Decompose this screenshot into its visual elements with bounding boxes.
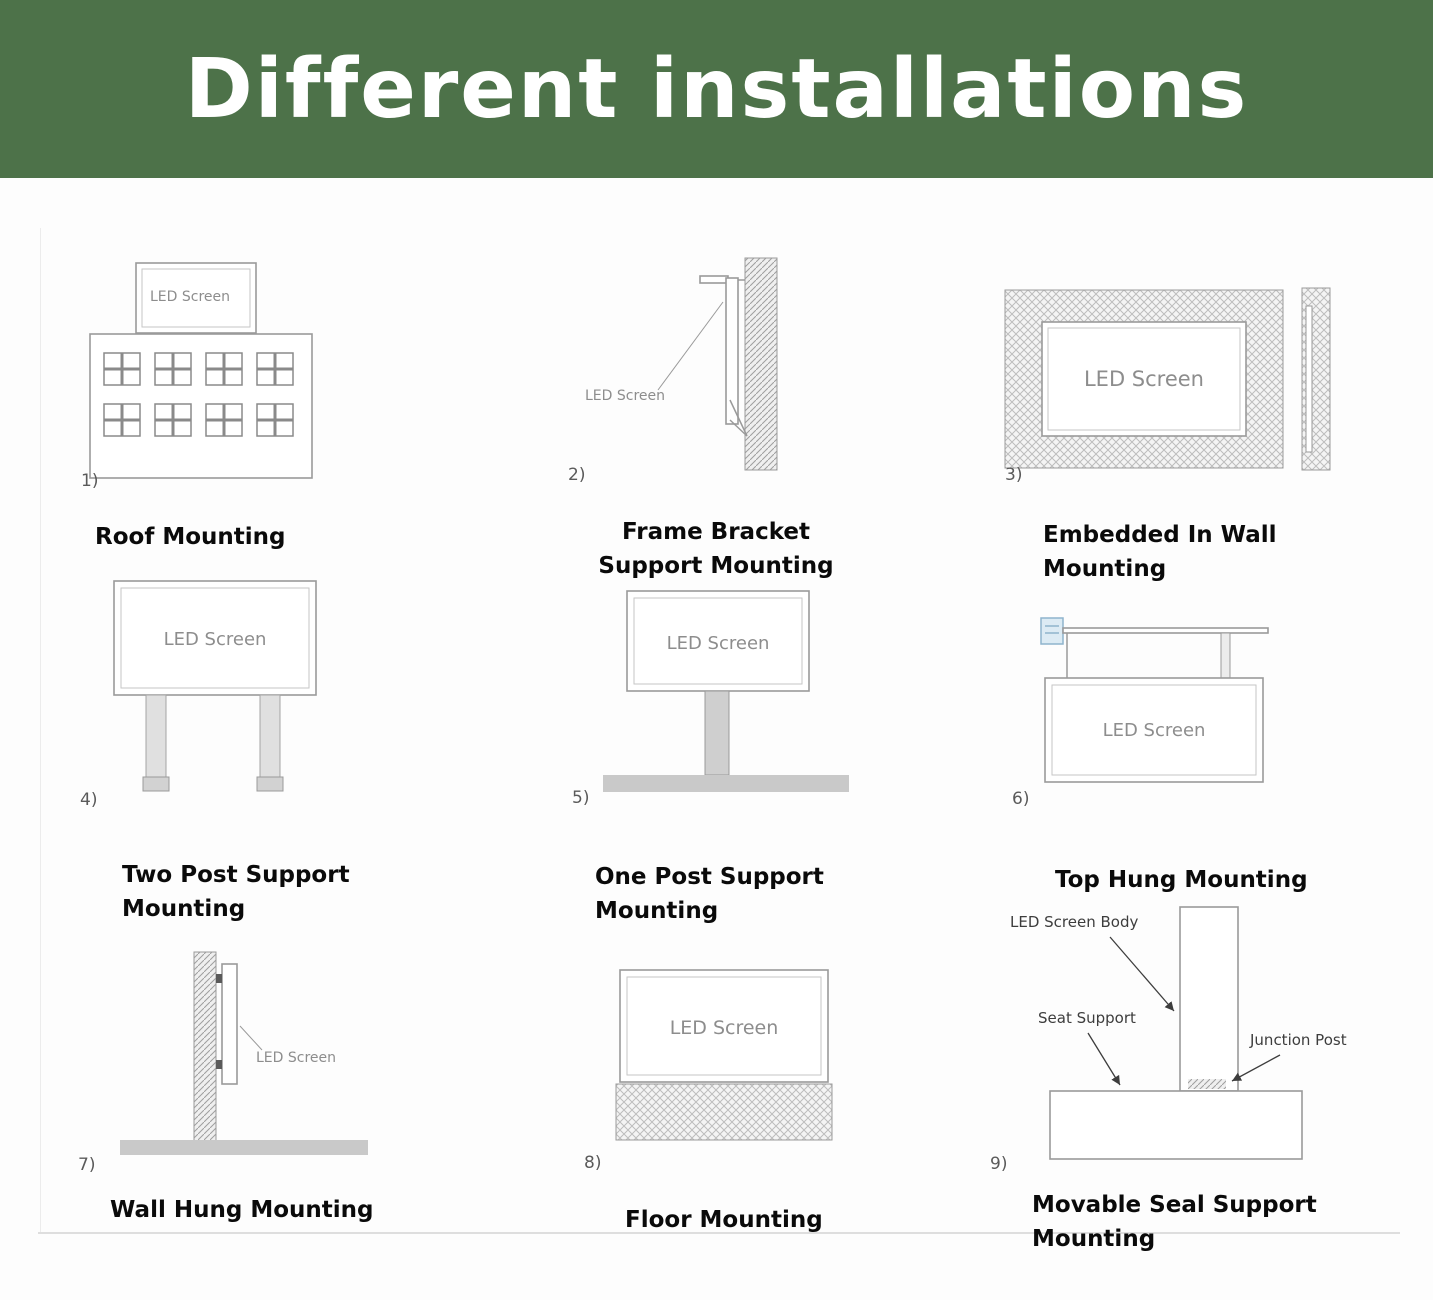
diagram-one-post-mounting: LED Screen 5) bbox=[565, 585, 859, 817]
left-divider bbox=[40, 228, 41, 1232]
diagonal-brace bbox=[729, 399, 748, 437]
one-post-drawing: LED Screen 5) bbox=[572, 590, 849, 808]
led-screen-label: LED Screen bbox=[1103, 720, 1206, 741]
caption-floor-mounting: Floor Mounting bbox=[625, 1207, 823, 1233]
wall bbox=[744, 257, 778, 471]
caption-wall-hung-mounting: Wall Hung Mounting bbox=[110, 1197, 374, 1223]
diagram-embedded-wall-mounting: LED Screen 3) bbox=[1000, 278, 1348, 487]
wall-anchor-icon bbox=[1040, 617, 1064, 645]
bottom-bracket bbox=[216, 1060, 222, 1069]
wall-slot bbox=[1305, 305, 1313, 453]
led-screen-label: LED Screen bbox=[164, 629, 267, 650]
annotation-junction-post: Junction Post bbox=[1249, 1031, 1347, 1049]
top-bracket bbox=[216, 974, 222, 983]
wall-hung-drawing: LED Screen 7) bbox=[78, 951, 368, 1175]
led-screen-inner-frame bbox=[1051, 684, 1257, 776]
arrow-seat-support bbox=[1087, 1032, 1121, 1086]
led-screen-panel bbox=[619, 969, 829, 1083]
figure-number: 8) bbox=[584, 1153, 601, 1173]
led-screen-panel bbox=[1041, 321, 1247, 437]
led-screen-label: LED Screen bbox=[670, 1017, 779, 1039]
diagram-movable-seal-mounting: LED Screen Body Seat Support Junction Po… bbox=[982, 893, 1380, 1189]
led-screen-panel bbox=[135, 262, 257, 334]
diagram-wall-hung-mounting: LED Screen 7) bbox=[72, 948, 384, 1182]
caption-two-post-mounting: Two Post Support Mounting bbox=[122, 862, 350, 922]
annotation-led-screen-body: LED Screen Body bbox=[1010, 913, 1138, 931]
ground bbox=[120, 1140, 368, 1155]
led-screen-label: LED Screen bbox=[1084, 367, 1204, 391]
arrow-led-screen-body bbox=[1109, 936, 1175, 1012]
post bbox=[704, 690, 730, 776]
page-title: Different installations bbox=[184, 41, 1249, 137]
caption-one-post-mounting: One Post Support Mounting bbox=[595, 864, 824, 924]
led-screen-inner-frame bbox=[626, 976, 822, 1076]
floor-mounting-drawing: LED Screen 8) bbox=[584, 969, 833, 1173]
figure-number: 4) bbox=[80, 790, 97, 810]
leader-line bbox=[239, 1025, 263, 1051]
roof-mounting-drawing: LED Screen 1) bbox=[81, 262, 313, 491]
caption-movable-seal-mounting: Movable Seal Support Mounting bbox=[1032, 1192, 1317, 1252]
ground bbox=[603, 775, 849, 792]
caption-frame-bracket-mounting: Frame Bracket Support Mounting bbox=[598, 519, 834, 579]
caption-top-hung-mounting: Top Hung Mounting bbox=[1055, 867, 1308, 893]
diagram-top-hung-mounting: LED Screen 6) bbox=[1003, 612, 1289, 816]
led-screen-panel bbox=[113, 580, 317, 696]
annotation-seat-support: Seat Support bbox=[1038, 1009, 1136, 1027]
arrow-junction-post bbox=[1231, 1054, 1281, 1082]
right-post bbox=[259, 694, 281, 780]
led-screen-panel bbox=[1044, 677, 1264, 783]
led-screen-panel bbox=[221, 963, 238, 1085]
bottom-divider bbox=[38, 1232, 1400, 1234]
led-screen-inner-frame bbox=[141, 268, 251, 328]
figure-number: 3) bbox=[1005, 465, 1022, 483]
figure-number: 5) bbox=[572, 788, 589, 808]
caption-embedded-wall-mounting: Embedded In Wall Mounting bbox=[1043, 522, 1277, 582]
top-hung-drawing: LED Screen 6) bbox=[1012, 617, 1269, 809]
two-post-drawing: LED Screen 4) bbox=[80, 580, 317, 810]
right-post-foot bbox=[256, 776, 284, 792]
figure-number: 2) bbox=[568, 465, 585, 485]
ceiling-beam bbox=[1062, 627, 1269, 634]
figure-number: 1) bbox=[81, 471, 98, 491]
seat-support-base bbox=[1049, 1090, 1303, 1160]
figure-number: 6) bbox=[1012, 789, 1029, 809]
diagram-frame-bracket-mounting: LED Screen 2) bbox=[540, 250, 802, 494]
led-screen-inner-frame bbox=[633, 597, 803, 685]
right-hanger bbox=[1220, 632, 1231, 679]
led-screen-inner-frame bbox=[120, 587, 310, 689]
diagram-roof-mounting: LED Screen 1) bbox=[78, 258, 340, 500]
led-screen-label: LED Screen bbox=[150, 289, 230, 305]
leader-line bbox=[657, 301, 724, 391]
frame-bracket-drawing: LED Screen 2) bbox=[568, 257, 778, 485]
wall-post bbox=[193, 951, 217, 1147]
floor-base bbox=[615, 1083, 833, 1141]
movable-seal-drawing: LED Screen Body Seat Support Junction Po… bbox=[990, 906, 1347, 1174]
led-screen-label: LED Screen bbox=[585, 388, 665, 404]
left-post-foot bbox=[142, 776, 170, 792]
led-screen-body bbox=[1179, 906, 1239, 1092]
top-bracket bbox=[699, 275, 729, 284]
diagram-floor-mounting: LED Screen 8) bbox=[572, 962, 868, 1181]
led-screen-label: LED Screen bbox=[667, 633, 770, 654]
diagram-two-post-mounting: LED Screen 4) bbox=[72, 575, 348, 819]
led-screen-panel bbox=[725, 277, 739, 425]
figure-number: 9) bbox=[990, 1154, 1007, 1174]
header-banner: Different installations bbox=[0, 0, 1433, 178]
caption-roof-mounting: Roof Mounting bbox=[95, 524, 286, 550]
led-screen-panel bbox=[626, 590, 810, 692]
figure-number: 7) bbox=[78, 1155, 95, 1175]
embedded-wall-drawing: LED Screen 3) bbox=[1004, 287, 1331, 485]
junction-post bbox=[1188, 1079, 1226, 1089]
led-screen-inner-frame bbox=[1047, 327, 1241, 431]
led-screen-label: LED Screen bbox=[256, 1050, 336, 1066]
left-post bbox=[145, 694, 167, 780]
